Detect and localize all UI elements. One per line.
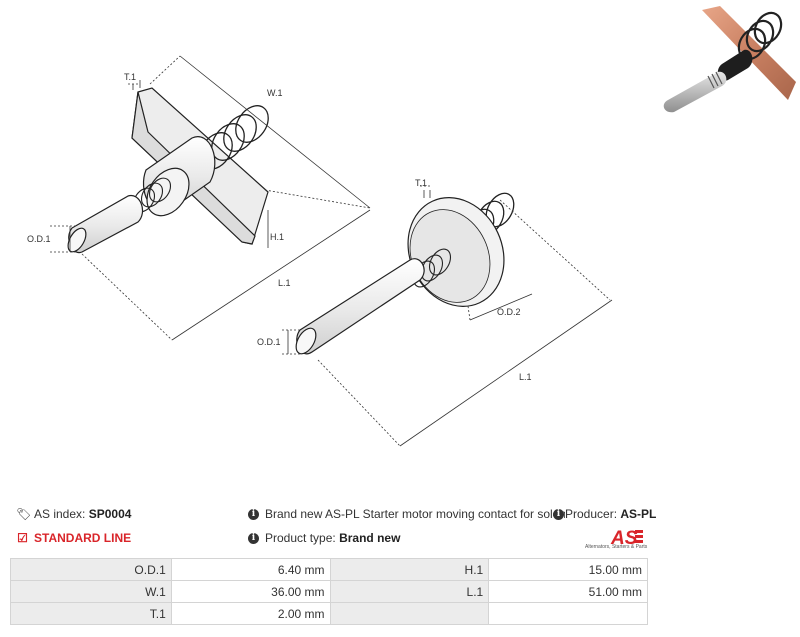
as-index-value: SP0004 [88,507,132,521]
right-l1-label: L.1 [519,372,532,382]
spec-key: W.1 [10,580,172,603]
right-dimensions [282,185,613,447]
right-part [295,192,515,355]
spec-value: 15.00 mm [488,558,648,581]
logo-tagline: Alternators, Starters & Parts [585,544,648,550]
table-row: O.D.1 6.40 mm H.1 15.00 mm [10,558,648,581]
as-index-label: AS index: [34,507,86,521]
left-dimensions [50,55,371,341]
spec-value: 51.00 mm [488,580,648,603]
spec-value [488,602,648,625]
standard-line-label: STANDARD LINE [34,531,132,545]
producer-label: Producer: [565,507,618,521]
tags-icon: 🏷 [16,507,32,521]
standard-line-badge: ☑ STANDARD LINE [16,531,131,545]
left-od1-label: O.D.1 [27,234,51,244]
as-index: 🏷 AS index: SP0004 [16,507,131,521]
spec-key [329,602,490,625]
spec-key: H.1 [329,558,490,581]
technical-drawing: T.1 W.1 O.D.1 H.1 L.1 [27,55,613,447]
spec-value: 2.00 mm [170,602,331,625]
description-row: i Brand new AS-PL Starter motor moving c… [248,507,656,521]
right-t1-label: T.1 [415,178,427,188]
left-l1-label: L.1 [278,278,291,288]
info-icon: i [248,532,259,544]
product-photo [663,6,796,113]
specs-table: O.D.1 6.40 mm H.1 15.00 mm W.1 36.00 mm … [10,558,648,625]
spec-value: 36.00 mm [170,580,331,603]
spec-key: T.1 [10,602,172,625]
spec-key: O.D.1 [10,558,172,581]
spec-value: 6.40 mm [170,558,331,581]
product-type-value: Brand new [339,531,401,545]
info-icon: i [248,508,259,520]
product-type-label: Product type: [265,531,336,545]
table-row: W.1 36.00 mm L.1 51.00 mm [10,580,648,603]
info-icon: i [553,508,564,520]
table-row: T.1 2.00 mm [10,602,648,625]
logo-mark: AS [610,528,638,549]
product-type-row: i Product type: Brand new [248,531,400,545]
left-part [67,87,269,254]
product-description: Brand new AS-PL Starter motor moving con… [265,507,565,521]
right-od2-label: O.D.2 [497,307,521,317]
right-od1-label: O.D.1 [257,337,281,347]
left-t1-label: T.1 [124,72,136,82]
left-h1-label: H.1 [270,232,284,242]
check-square-icon: ☑ [17,531,28,545]
producer-value: AS-PL [620,507,657,521]
spec-key: L.1 [329,580,490,603]
left-w1-label: W.1 [267,88,283,98]
as-logo: AS [610,528,643,549]
